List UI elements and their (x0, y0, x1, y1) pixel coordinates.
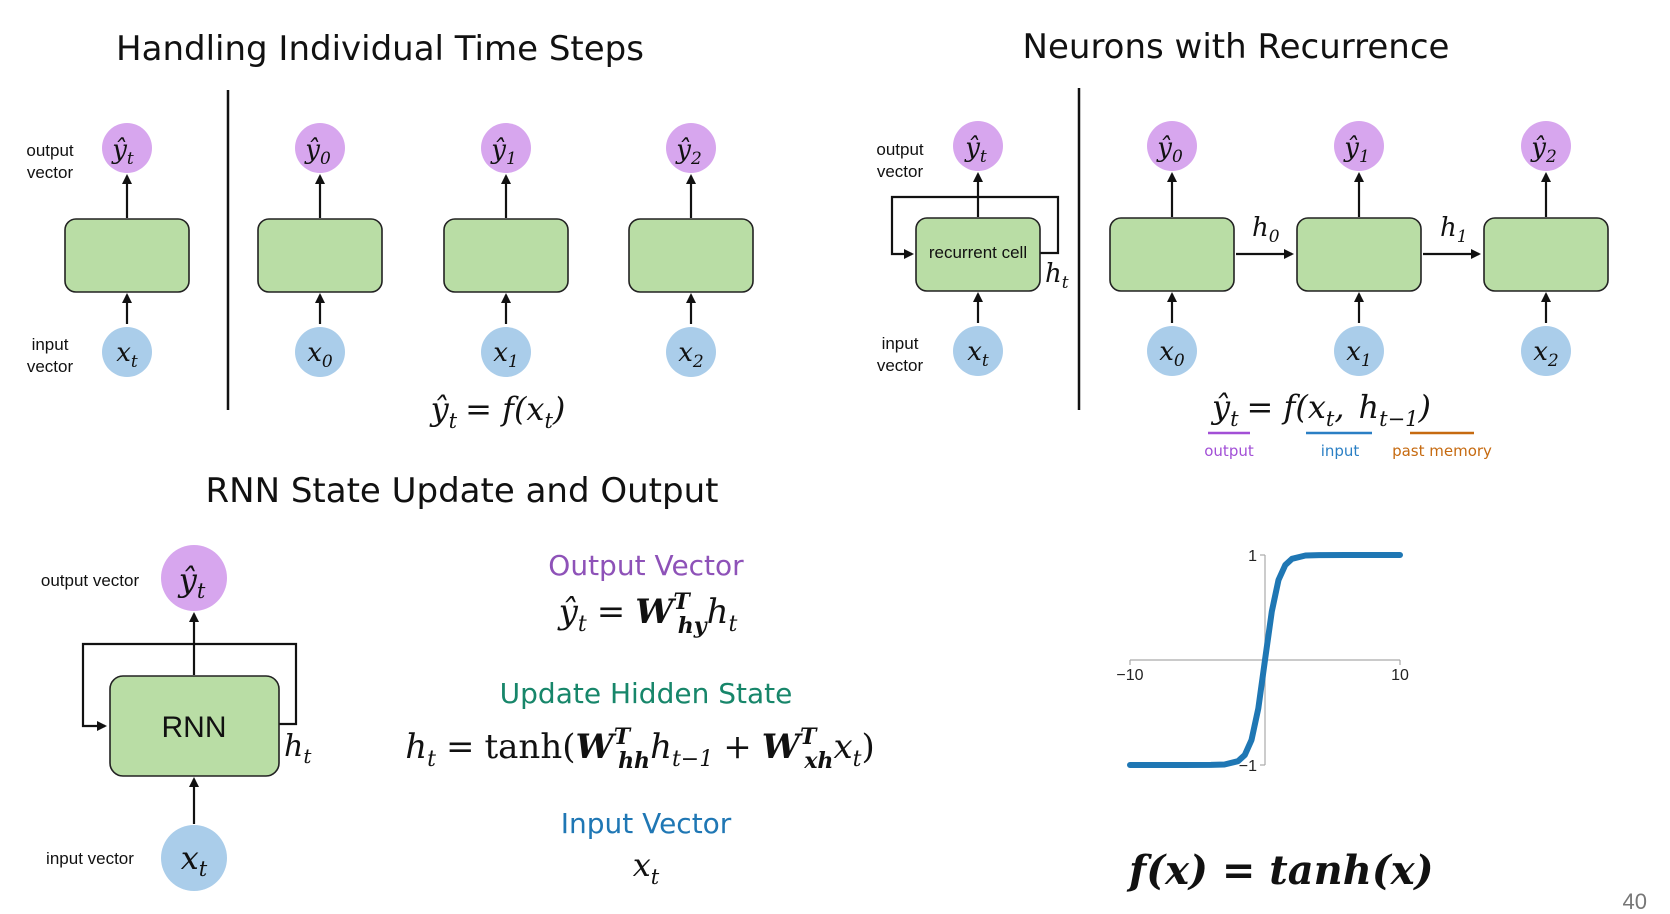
input-node-x2 (666, 327, 716, 377)
node-label-x: xt (967, 337, 989, 371)
cell-box (1296, 217, 1422, 292)
recurrent-step-1: ŷ1 x1 (1296, 121, 1422, 376)
x-tick-label: 10 (1391, 667, 1409, 684)
panel-neurons-recurrence: Neurons with Recurrence output vector in… (876, 27, 1609, 460)
unrolled-step-2: ŷ2 x2 (628, 123, 754, 377)
label-output-vector: vector (27, 163, 74, 182)
node-label-y0: ŷ0 (1156, 133, 1183, 167)
input-node-x2 (1521, 326, 1571, 376)
node-label-y0: ŷ0 (304, 135, 331, 169)
node-label-yhat: ŷt (111, 135, 134, 169)
node-label-y1: ŷ1 (490, 135, 517, 169)
title-individual: Handling Individual Time Steps (116, 29, 644, 69)
rnn-cell-box (109, 675, 280, 777)
cell-box (443, 218, 569, 293)
heading-update-hidden: Update Hidden State (500, 677, 793, 710)
cell-box (257, 218, 383, 293)
node-label-yhat: ŷt (964, 133, 987, 167)
output-node-y1 (1334, 121, 1384, 171)
label-output: output (26, 141, 74, 160)
input-node-x0 (295, 327, 345, 377)
panel-tanh-plot: −10 10 1 −1 f(x) = tanh(x) (1116, 548, 1433, 894)
recurrent-step-0: ŷ0 x0 (1109, 121, 1235, 376)
label-h1: h1 (1440, 213, 1468, 247)
input-node-x1 (1334, 326, 1384, 376)
output-node-yt (953, 121, 1003, 171)
y-tick-label: −1 (1239, 758, 1257, 775)
panel-rnn-state-update: RNN State Update and Output output vecto… (41, 471, 719, 891)
recurrent-cell-box (915, 217, 1041, 292)
label-output-vector: output vector (41, 571, 140, 590)
node-label-x0: x0 (307, 338, 333, 372)
annot-past-memory: past memory (1392, 442, 1492, 460)
node-label-x1: x1 (493, 338, 519, 372)
page-number: 40 (1623, 889, 1647, 914)
equation-individual: ŷt= f(xt) (429, 390, 566, 433)
tanh-chart: −10 10 1 −1 (1116, 548, 1409, 775)
node-label-x0: x0 (1159, 337, 1185, 371)
input-node-xt (102, 327, 152, 377)
unrolled-step-0: ŷ0 x0 (257, 123, 383, 377)
node-label-x2: x2 (1533, 337, 1559, 371)
equation-input: xt (633, 846, 660, 889)
loop-label-ht: ht (284, 729, 312, 768)
rnn-loop-arrow (81, 642, 298, 731)
cell-box (1109, 217, 1235, 292)
label-h0: h0 (1252, 213, 1280, 247)
annot-output: output (1204, 442, 1254, 460)
rnn-cell-label: RNN (162, 711, 227, 744)
cell-box (64, 218, 190, 293)
tanh-curve (1127, 552, 1403, 768)
label-input-vector: vector (877, 356, 924, 375)
panel-individual-time-steps: Handling Individual Time Steps output ve… (26, 29, 754, 433)
tanh-caption: f(x) = tanh(x) (1126, 847, 1434, 894)
output-node-y2 (666, 123, 716, 173)
node-label-yhat: ŷt (177, 561, 206, 603)
input-node-xt (953, 326, 1003, 376)
node-label-y2: ŷ2 (675, 135, 702, 169)
node-label-x1: x1 (1346, 337, 1372, 371)
input-node-xt (161, 825, 227, 891)
recurrence-loop-arrow (890, 195, 1060, 259)
output-node-y2 (1521, 121, 1571, 171)
recurrent-step-2: ŷ2 x2 (1483, 121, 1609, 376)
input-node-x0 (1147, 326, 1197, 376)
node-label-y1: ŷ1 (1343, 133, 1370, 167)
node-label-x2: x2 (678, 338, 704, 372)
label-input: input (32, 335, 69, 354)
equation-recurrence: ŷt= f(xt,ht−1) output input past memory (1204, 388, 1492, 460)
label-input-vector: input vector (46, 849, 134, 868)
label-input: input (882, 334, 919, 353)
cell-box (1483, 217, 1609, 292)
heading-output-vector: Output Vector (548, 549, 744, 582)
loop-label-ht: ht (1045, 259, 1069, 293)
output-node-y0 (295, 123, 345, 173)
recurrence-equation-text: ŷt= f(xt,ht−1) (1210, 388, 1431, 431)
y-tick-label: 1 (1248, 548, 1257, 565)
annot-input: input (1321, 442, 1360, 460)
title-recurrence: Neurons with Recurrence (1023, 27, 1450, 67)
node-label-y2: ŷ2 (1530, 133, 1557, 167)
x-tick-label: −10 (1116, 667, 1143, 684)
label-input-vector: vector (27, 357, 74, 376)
node-label-x: xt (116, 338, 138, 372)
output-node-yt (161, 545, 227, 611)
output-node-y0 (1147, 121, 1197, 171)
label-output: output (876, 140, 924, 159)
title-rnn-state: RNN State Update and Output (206, 471, 719, 511)
output-node-yt (102, 123, 152, 173)
output-node-y1 (481, 123, 531, 173)
input-node-x1 (481, 327, 531, 377)
node-label-x: xt (181, 839, 208, 881)
heading-input-vector: Input Vector (561, 807, 732, 840)
unrolled-step-1: ŷ1 x1 (443, 123, 569, 377)
recurrent-cell-label: recurrent cell (929, 243, 1027, 262)
cell-box (628, 218, 754, 293)
label-output-vector: vector (877, 162, 924, 181)
